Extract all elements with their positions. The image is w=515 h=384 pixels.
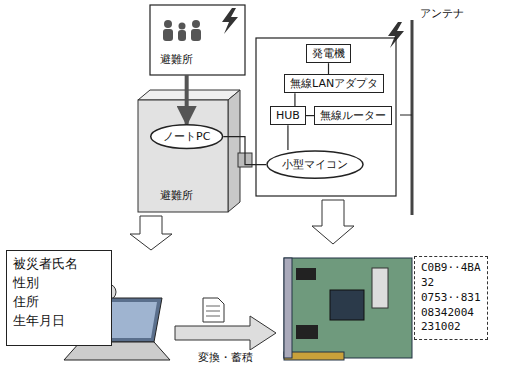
shelter-frame xyxy=(150,5,245,75)
node-text: ノートPC xyxy=(163,130,210,143)
circuit-board xyxy=(284,258,412,360)
node-text: 0753··831 xyxy=(421,291,481,306)
people-icon xyxy=(163,20,201,41)
node-text: 無線ルーター xyxy=(320,109,386,122)
node-text: 08342004 xyxy=(421,306,481,321)
process-box: 被災者氏名性別住所生年月日 xyxy=(6,250,112,346)
node-text: 性別 xyxy=(13,274,105,293)
wire-connector xyxy=(328,63,329,74)
pc-tower xyxy=(138,100,228,212)
wire-connector xyxy=(294,93,295,106)
tower-label: 避難所 xyxy=(160,188,193,203)
process-box: 発電機 xyxy=(306,44,351,63)
process-box: C0B9··4BA320753··83108342004231002 xyxy=(414,256,488,340)
node-text: 生年月日 xyxy=(13,312,105,331)
lightning-icon xyxy=(222,8,238,34)
node-text: 32 xyxy=(421,276,481,291)
node-text: 231002 xyxy=(421,320,481,335)
ellipse-node: ノートPC xyxy=(150,124,223,149)
wire-connector xyxy=(223,137,266,165)
antenna-wire xyxy=(400,115,412,116)
document-icon xyxy=(203,298,224,322)
node-text: C0B9··4BA xyxy=(421,261,481,276)
process-box: HUB xyxy=(270,106,306,125)
node-text: 小型マイコン xyxy=(282,158,348,171)
node-text: HUB xyxy=(276,109,300,122)
process-box: 避難所 xyxy=(150,5,245,75)
wire-connector xyxy=(306,115,314,116)
node-text: 被災者氏名 xyxy=(13,255,105,274)
wire-connector xyxy=(287,125,288,150)
process-box: 無線LANアダプタ xyxy=(284,74,384,93)
node-text: 発電機 xyxy=(312,47,345,60)
node-text: 住所 xyxy=(13,293,105,312)
process-box: 無線ルーター xyxy=(314,106,392,125)
antenna-label: アンテナ xyxy=(420,6,464,21)
block-arrow xyxy=(312,200,354,244)
pc-tower xyxy=(138,90,240,100)
ellipse-node: 小型マイコン xyxy=(266,150,364,179)
pc-tower xyxy=(228,90,240,212)
arrow-connector xyxy=(185,75,189,124)
block-arrow xyxy=(175,316,276,350)
block-arrow xyxy=(130,216,172,250)
node-text: 無線LANアダプタ xyxy=(290,77,378,90)
equipment-frame xyxy=(256,38,396,196)
process-label: 変換・蓄積 xyxy=(196,350,255,365)
antenna xyxy=(411,20,414,215)
node-text: 避難所 xyxy=(160,53,193,66)
